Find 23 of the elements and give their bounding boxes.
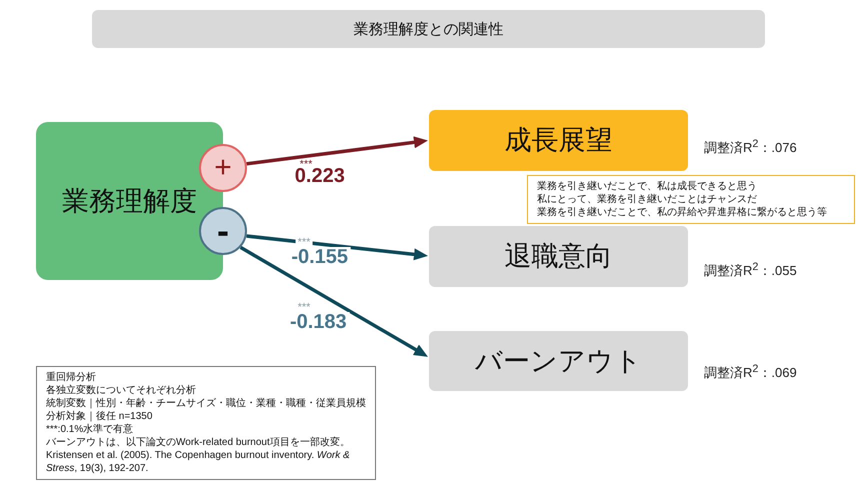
- title-banner: 業務理解度との関連性: [92, 10, 765, 48]
- arrow: [246, 136, 428, 166]
- note-text: 分析対象｜後任 n=1350: [46, 410, 154, 423]
- note-text: バーンアウトは、以下論文のWork-related burnout項目を一部改変。Kristensen et al. (2005). The Copenhagen burnout inventory. Work & Stress, 19(3), 192-207.: [46, 436, 351, 475]
- plus-circle: +: [199, 144, 247, 192]
- r-squared-label: 調整済R$^{2}$：.069: [704, 362, 797, 382]
- arrow: [240, 246, 428, 357]
- arrow: [246, 234, 428, 260]
- note-box: [36, 366, 376, 480]
- r-squared-label: 調整済R$^{2}$：.055: [704, 260, 797, 280]
- note-text: ***:0.1%水準で有意: [46, 423, 134, 436]
- item-text: 業務を引き継いだことで、私は成長できると思う: [537, 180, 758, 193]
- item-text: 私にとって、業務を引き継いだことはチャンスだ: [537, 193, 758, 206]
- r-squared-label: 調整済R$^{2}$：.076: [704, 136, 797, 158]
- note-text: 統制変数｜性別・年齢・チームサイズ・職位・業種・職種・従業員規模: [46, 397, 367, 410]
- item-box: [527, 175, 855, 224]
- outcome-box: 成長展望: [429, 110, 688, 171]
- significance-mark: ***: [296, 237, 312, 248]
- item-text: 業務を引き継いだことで、私の昇給や昇進昇格に繋がると思う等: [537, 206, 828, 219]
- note-text: 各独立変数についてそれぞれ分析: [46, 384, 197, 397]
- outcome-box: バーンアウト: [429, 331, 688, 391]
- outcome-box: 退職意向: [429, 226, 688, 287]
- note-text: 重回帰分析: [46, 371, 97, 384]
